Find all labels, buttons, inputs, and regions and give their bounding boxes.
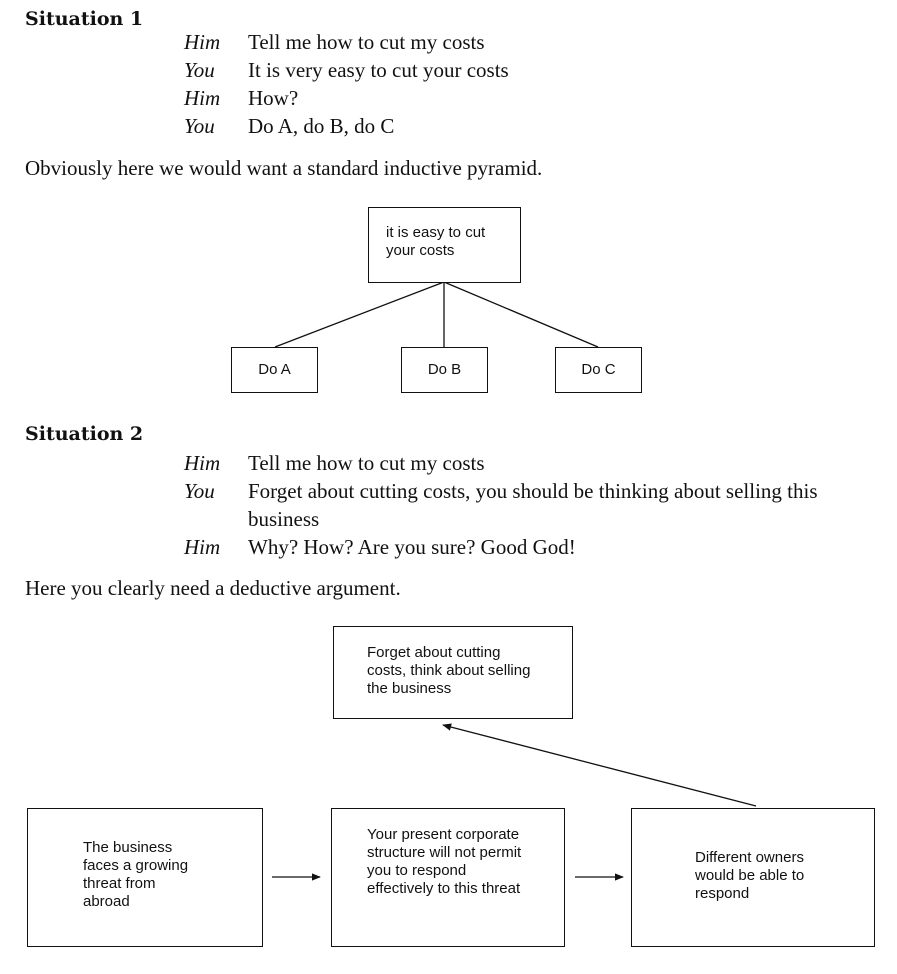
dialog-row: Him How? xyxy=(184,84,509,112)
dialog-line: How? xyxy=(248,85,299,110)
box-text: Do A xyxy=(258,361,291,378)
connector-line xyxy=(274,281,445,348)
box-text: Do C xyxy=(581,361,616,378)
dialog-row: Him Tell me how to cut my costs xyxy=(184,28,509,56)
box-text: it is easy to cut your costs xyxy=(386,224,486,259)
dialog-line: It is very easy to cut your costs xyxy=(248,57,509,82)
situation-2-dialog: Him Tell me how to cut my costs You Forg… xyxy=(184,449,833,561)
dialog-line: Tell me how to cut my costs xyxy=(248,29,485,54)
situation-2-heading: Situation 2 xyxy=(25,423,144,445)
pyramid-child-box: Do B xyxy=(401,347,488,393)
dialog-line: Tell me how to cut my costs xyxy=(248,450,485,475)
speaker-label: You xyxy=(184,57,215,82)
box-text: Your present corporate structure will no… xyxy=(367,826,522,897)
pyramid-child-box: Do C xyxy=(555,347,642,393)
pyramid-child-box: Do A xyxy=(231,347,318,393)
speaker-label: Him xyxy=(184,450,221,475)
dialog-line: Why? How? Are you sure? Good God! xyxy=(248,534,576,559)
pyramid-top-box: it is easy to cut your costs xyxy=(368,207,521,283)
dialog-row: You It is very easy to cut your costs xyxy=(184,56,509,84)
situation-1-heading: Situation 1 xyxy=(25,8,144,30)
box-text: Different owners would be able to respon… xyxy=(695,849,805,902)
speaker-label: You xyxy=(184,479,215,503)
dialog-row: Him Tell me how to cut my costs xyxy=(184,449,833,477)
arrow-line xyxy=(442,723,757,807)
speaker-label: Him xyxy=(184,85,221,110)
situation-2-comment: Here you clearly need a deductive argume… xyxy=(25,576,401,600)
deduction-conclusion-box: Forget about cutting costs, think about … xyxy=(333,626,573,719)
dialog-line: Do A, do B, do C xyxy=(248,113,395,138)
box-text: The business faces a growing threat from… xyxy=(83,839,189,910)
speaker-label: Him xyxy=(184,29,221,54)
box-text: Forget about cutting costs, think about … xyxy=(367,644,531,697)
speaker-label: You xyxy=(184,113,215,138)
deduction-step-box: The business faces a growing threat from… xyxy=(27,808,263,947)
connector-line xyxy=(443,281,599,348)
speaker-label: Him xyxy=(184,534,221,559)
dialog-row: You Do A, do B, do C xyxy=(184,112,509,140)
dialog-row: Him Why? How? Are you sure? Good God! xyxy=(184,533,833,561)
dialog-line: Forget about cutting costs, you should b… xyxy=(248,479,818,531)
situation-1-dialog: Him Tell me how to cut my costs You It i… xyxy=(184,28,509,140)
dialog-row: You Forget about cutting costs, you shou… xyxy=(184,477,833,533)
box-text: Do B xyxy=(427,361,462,378)
deduction-step-box: Different owners would be able to respon… xyxy=(631,808,875,947)
situation-1-comment: Obviously here we would want a standard … xyxy=(25,156,543,180)
deduction-step-box: Your present corporate structure will no… xyxy=(331,808,565,947)
